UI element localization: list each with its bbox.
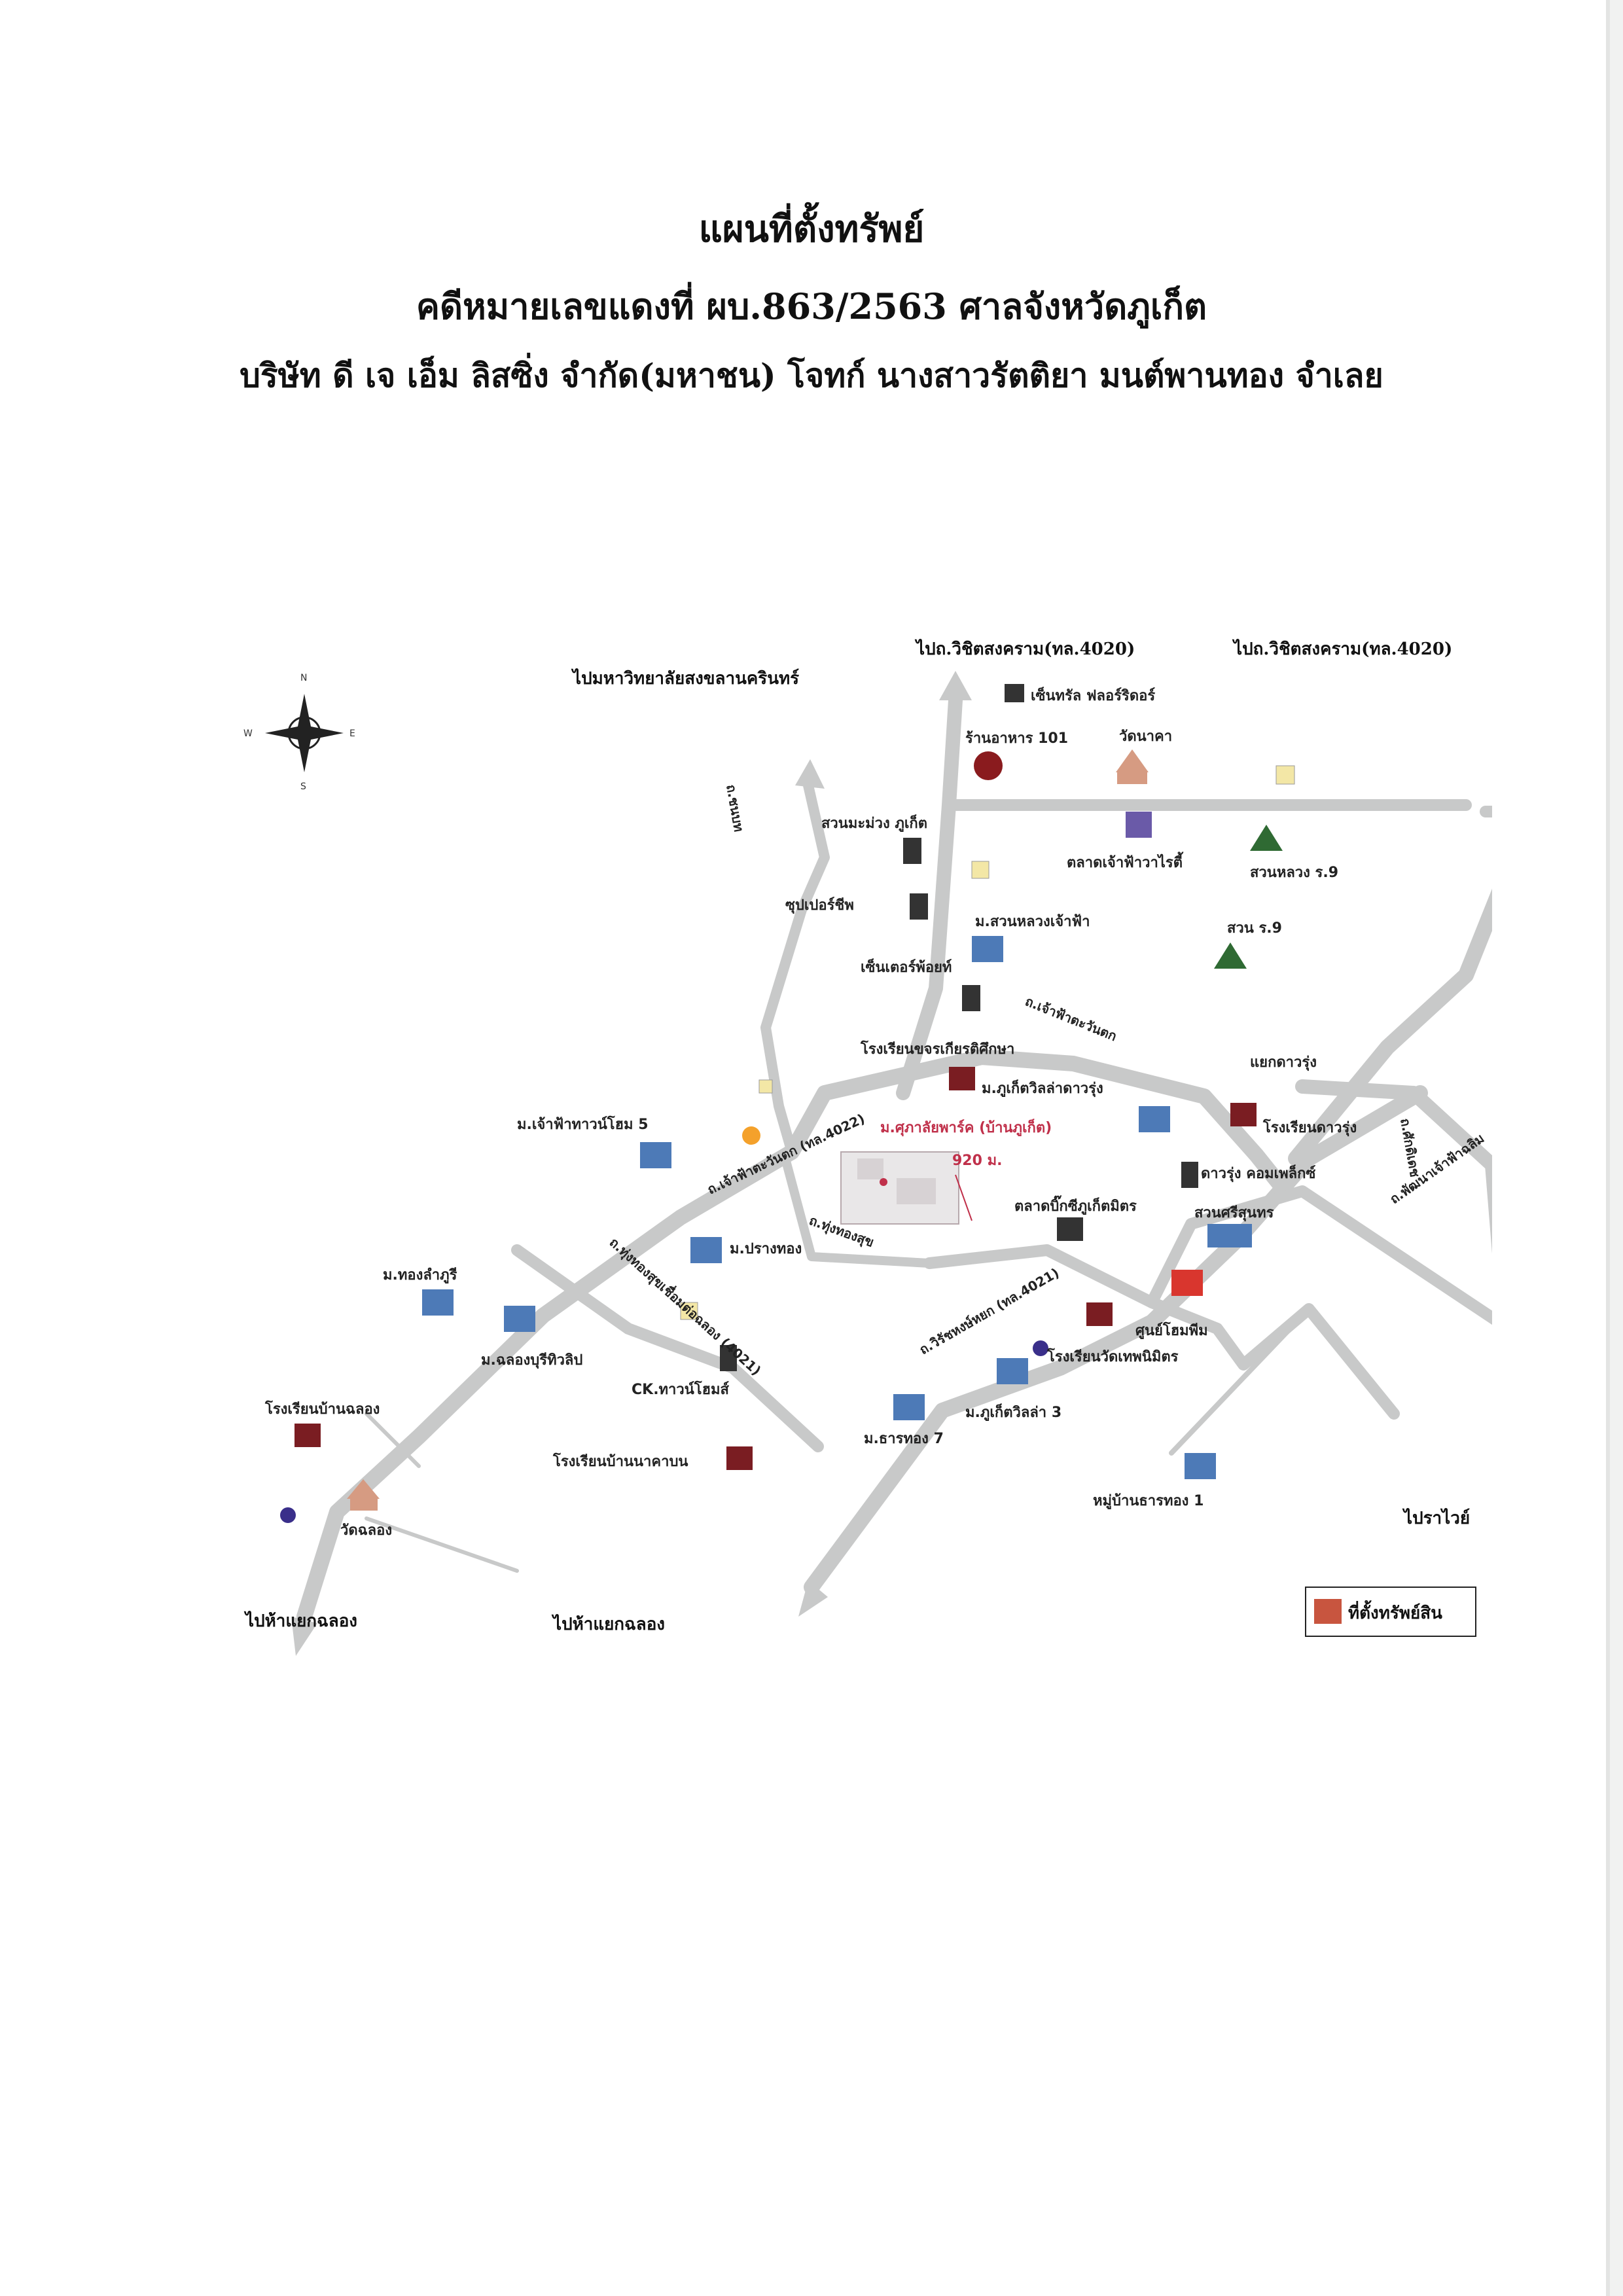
- label-phuket-villa: ม.ภูเก็ตวิลล่าดาวรุ่ง: [982, 1079, 1103, 1098]
- label-chalong-villa: ม.ฉลองบุรีทิวลิป: [481, 1352, 582, 1369]
- label-ban-thong7: ม.ธารทอง 7: [864, 1431, 944, 1447]
- compass-rose: N S E W: [243, 673, 355, 792]
- label-village-1: หมู่บ้านธารทอง 1: [1093, 1493, 1204, 1510]
- road-arrows: [291, 671, 972, 1656]
- landmark-icons: [280, 684, 1295, 1523]
- label-distance: 920 ม.: [952, 1153, 1002, 1169]
- label-dao-rung-store: ดาวรุ่ง คอมเพล็กซ์: [1201, 1164, 1315, 1183]
- page-edge: [1610, 0, 1623, 2296]
- compass-e: E: [349, 728, 355, 739]
- label-school-2: โรงเรียนดาวรุ่ง: [1262, 1119, 1357, 1137]
- label-ban-suan: ม.สวนหลวงเจ้าฟ้า: [975, 914, 1090, 930]
- road-label-sakdidet: ถ.ศักดิเดช: [1397, 1117, 1423, 1179]
- case-number-line: คดีหมายเลขแดงที่ ผบ.863/2563 ศาลจังหวัดภ…: [416, 285, 1207, 327]
- legend: ที่ตั้งทรัพย์สิน: [1305, 1587, 1476, 1637]
- label-school-5: โรงเรียนวัดเทพนิมิตร: [1046, 1348, 1179, 1365]
- dest-rawai: ไปราไวย์: [1402, 1507, 1470, 1528]
- parties-line: บริษัท ดี เจ เอ็ม ลิสซิ่ง จำกัด(มหาชน) โ…: [240, 356, 1383, 395]
- legend-swatch: [1314, 1599, 1342, 1624]
- dest-wichit-2: ไปถ.วิชิตสงคราม(ทล.4020): [1232, 638, 1452, 659]
- label-suan-luang: สวนหลวง ร.9: [1250, 865, 1338, 881]
- location-map: N S E W: [243, 638, 1492, 1656]
- label-restaurant: ร้านอาหาร 101: [965, 730, 1068, 747]
- label-yaek-dao: แยกดาวรุ่ง: [1250, 1054, 1317, 1071]
- label-center-mall: เซ็นเตอร์พ้อยท์: [861, 958, 952, 976]
- label-market-2: ตลาดบิ๊กซีภูเก็ตมิตร: [1014, 1195, 1137, 1215]
- label-market-top: ตลาดเจ้าฟ้าวาไรตี้: [1067, 852, 1184, 871]
- label-ck: CK.ทาวน์โฮมส์: [632, 1380, 730, 1398]
- compass-n: N: [300, 673, 307, 683]
- dest-chalong-1: ไปห้าแยกฉลอง: [243, 1610, 357, 1631]
- label-school-4: โรงเรียนบ้านนาคาบน: [552, 1452, 688, 1470]
- label-wat-chalong: วัดฉลอง: [340, 1522, 392, 1539]
- compass-w: W: [243, 728, 253, 739]
- page-title: แผนที่ตั้งทรัพย์: [698, 207, 925, 251]
- legend-label: ที่ตั้งทรัพย์สิน: [1348, 1600, 1442, 1623]
- compass-s: S: [300, 781, 306, 792]
- label-villa-3: ม.ภูเก็ตวิลล่า 3: [965, 1403, 1061, 1422]
- label-subject: ม.ศุภาลัยพาร์ค (บ้านภูเก็ต): [880, 1118, 1052, 1137]
- road-label-chaofa-east: ถ.เจ้าฟ้าตะวันตก: [1023, 993, 1119, 1044]
- page-shadow: [1606, 0, 1610, 2296]
- subject-property: [840, 1151, 972, 1225]
- label-temple: วัดนาคา: [1119, 728, 1172, 745]
- label-prang-thong: ม.ปรางทอง: [730, 1241, 802, 1257]
- label-kathu: ม.ทองลำภูรี: [383, 1267, 457, 1284]
- label-central: เซ็นทรัล ฟลอร์ริดอร์: [1031, 686, 1155, 704]
- label-chaofa-5: ม.เจ้าฟ้าทาวน์โฮม 5: [517, 1115, 649, 1133]
- road-label-airport: ถ.ชนบท: [723, 783, 747, 833]
- label-school-1: โรงเรียนขจรเกียรติศึกษา: [860, 1040, 1014, 1058]
- label-suan-mak: สวนมะม่วง ภูเก็ต: [821, 814, 927, 833]
- label-school-3: โรงเรียนบ้านฉลอง: [264, 1400, 380, 1418]
- dest-chalong-2: ไปห้าแยกฉลอง: [551, 1613, 665, 1634]
- label-suan-r9: สวน ร.9: [1227, 920, 1282, 937]
- label-super-cheap: ซุปเปอร์ชีพ: [785, 897, 854, 914]
- label-suan-sri: สวนศรีสุนทร: [1194, 1205, 1274, 1222]
- roads: [296, 693, 1492, 1624]
- dest-wichit-1: ไปถ.วิชิตสงคราม(ทล.4020): [914, 638, 1135, 659]
- label-health: ศูนย์โฮมพีม: [1135, 1321, 1208, 1340]
- dest-university: ไปมหาวิทยาลัยสงขลานครินทร์: [571, 668, 799, 689]
